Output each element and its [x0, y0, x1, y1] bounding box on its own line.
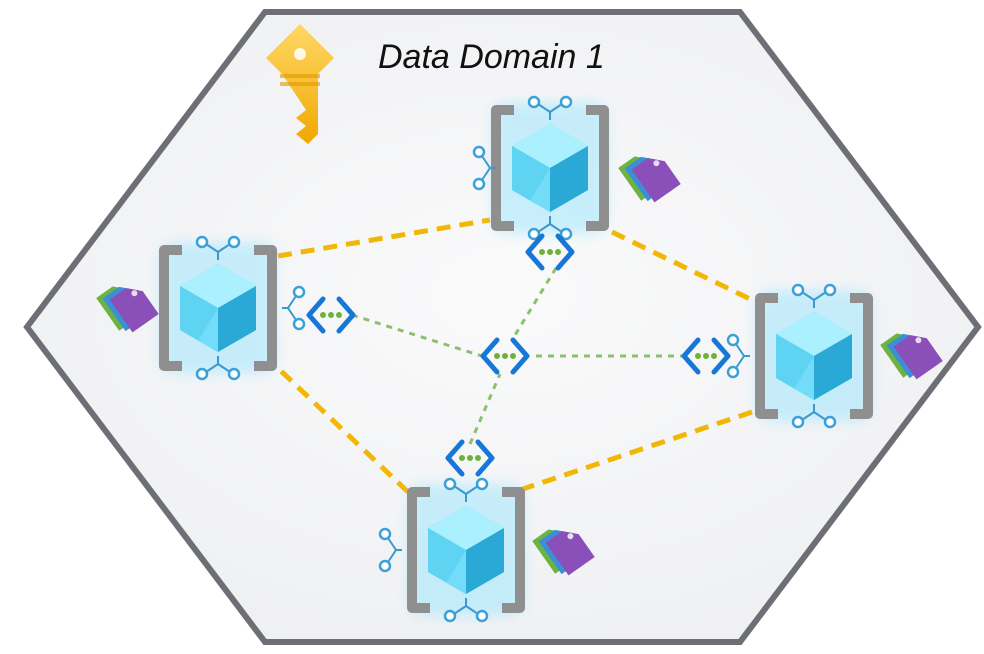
private-link-left-center	[351, 313, 483, 358]
peer-link-left-top	[277, 217, 491, 259]
domain-title: Data Domain 1	[378, 38, 605, 76]
data-product-node-top	[472, 97, 608, 239]
peer-links	[277, 217, 754, 494]
private-link-top-center	[510, 267, 558, 341]
domain-boundary	[23, 9, 982, 645]
peer-link-top-right	[610, 229, 754, 303]
peer-link-bottom-left	[278, 368, 410, 494]
private-link-bottom-center	[468, 373, 502, 445]
key-icon	[266, 24, 334, 144]
peer-link-right-bottom	[519, 409, 753, 493]
private-links	[351, 267, 686, 445]
